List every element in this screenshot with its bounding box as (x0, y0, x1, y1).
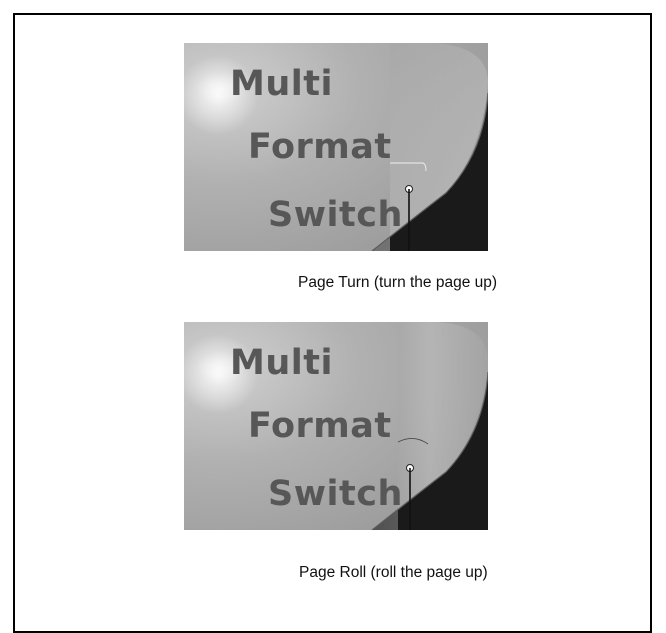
page-roll-caption: Page Roll (roll the page up) (299, 564, 488, 581)
roll-flap (372, 322, 488, 530)
light-flare (184, 55, 258, 135)
curl-flap (372, 43, 488, 251)
text-format: Format (248, 127, 392, 167)
text-switch: Switch (268, 474, 403, 514)
page-roll-illustration: Multi Format Switch (184, 322, 488, 530)
light-flare (184, 334, 258, 414)
revealed-dark-area (372, 93, 488, 251)
text-format: Format (248, 406, 392, 446)
text-multi: Multi (230, 64, 333, 104)
revealed-dark-area (372, 372, 488, 530)
text-switch: Switch (268, 195, 403, 235)
page-turn-illustration: Multi Format Switch (184, 43, 488, 251)
text-multi: Multi (230, 343, 333, 383)
page-turn-caption: Page Turn (turn the page up) (298, 274, 498, 291)
